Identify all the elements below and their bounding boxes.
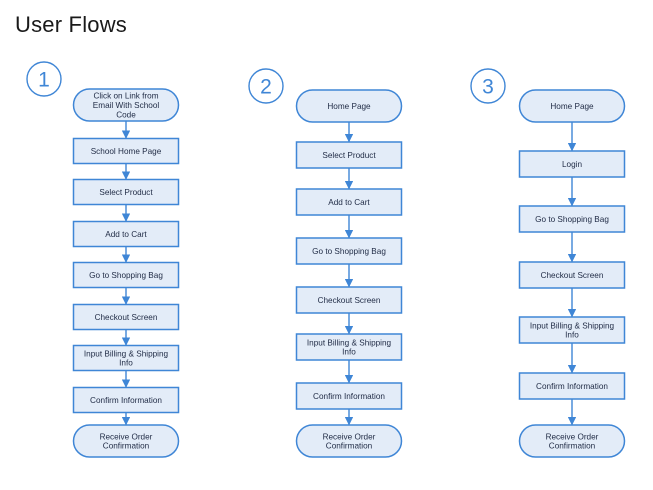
node-label: Login xyxy=(562,160,582,169)
badge-circle xyxy=(470,68,506,104)
node-label: Receive Order xyxy=(100,432,153,441)
node-shape xyxy=(72,220,180,248)
process-node: Add to Cart xyxy=(72,220,180,248)
node-label: Click on Link from xyxy=(93,92,158,101)
node-label: Add to Cart xyxy=(328,198,370,207)
process-node: Confirm Information xyxy=(295,382,403,410)
node-label: Go to Shopping Bag xyxy=(535,215,609,224)
node-shape xyxy=(72,386,180,414)
node-shape xyxy=(72,424,180,458)
node-label: Confirm Information xyxy=(536,382,608,391)
process-node: Confirm Information xyxy=(518,372,626,400)
node-shape xyxy=(295,424,403,458)
node-label: Input Billing & Shipping xyxy=(84,349,169,358)
node-label: Confirmation xyxy=(103,442,150,451)
node-label: Input Billing & Shipping xyxy=(530,321,615,330)
node-label: Go to Shopping Bag xyxy=(312,247,386,256)
node-shape xyxy=(518,261,626,289)
node-label: Home Page xyxy=(550,102,594,111)
terminal-node: Home Page xyxy=(295,89,403,123)
process-node: Confirm Information xyxy=(72,386,180,414)
process-node: Checkout Screen xyxy=(518,261,626,289)
process-node: Select Product xyxy=(72,178,180,206)
process-node: Login xyxy=(518,150,626,178)
node-label: Select Product xyxy=(99,188,153,197)
node-label: Checkout Screen xyxy=(95,313,158,322)
node-label: Confirm Information xyxy=(90,396,162,405)
node-label: Info xyxy=(565,331,579,340)
node-shape xyxy=(295,89,403,123)
badge-circle xyxy=(248,68,284,104)
node-label: School Home Page xyxy=(91,147,162,156)
process-node: Go to Shopping Bag xyxy=(518,205,626,233)
flow-number-badge: 3 xyxy=(470,68,506,104)
node-label: Input Billing & Shipping xyxy=(307,338,392,347)
node-label: Go to Shopping Bag xyxy=(89,271,163,280)
node-label: Confirmation xyxy=(326,442,373,451)
node-shape xyxy=(295,141,403,169)
node-shape xyxy=(72,344,180,372)
process-node: School Home Page xyxy=(72,137,180,165)
node-shape xyxy=(72,88,180,122)
terminal-node: Home Page xyxy=(518,89,626,123)
process-node: Checkout Screen xyxy=(295,286,403,314)
process-node: Go to Shopping Bag xyxy=(295,237,403,265)
node-shape xyxy=(72,178,180,206)
process-node: Go to Shopping Bag xyxy=(72,261,180,289)
node-shape xyxy=(295,237,403,265)
node-shape xyxy=(518,205,626,233)
node-shape xyxy=(72,137,180,165)
node-shape xyxy=(295,333,403,361)
node-label: Select Product xyxy=(322,151,376,160)
flow-number: 3 xyxy=(482,76,494,99)
node-shape xyxy=(518,89,626,123)
node-shape xyxy=(72,303,180,331)
flow-number-badge: 1 xyxy=(26,61,62,97)
node-label: Info xyxy=(119,359,133,368)
page-title: User Flows xyxy=(15,12,128,37)
process-node: Add to Cart xyxy=(295,188,403,216)
flow-number: 1 xyxy=(38,69,50,92)
node-label: Code xyxy=(116,110,136,119)
node-shape xyxy=(295,286,403,314)
node-label: Receive Order xyxy=(323,432,376,441)
node-label: Receive Order xyxy=(546,432,599,441)
node-shape xyxy=(518,372,626,400)
node-label: Info xyxy=(342,348,356,357)
node-label: Add to Cart xyxy=(105,230,147,239)
badge-circle xyxy=(26,61,62,97)
process-node: Checkout Screen xyxy=(72,303,180,331)
node-shape xyxy=(518,424,626,458)
node-shape xyxy=(518,316,626,344)
node-label: Checkout Screen xyxy=(541,271,604,280)
node-shape xyxy=(518,150,626,178)
node-label: Checkout Screen xyxy=(318,296,381,305)
node-label: Confirmation xyxy=(549,442,596,451)
node-label: Home Page xyxy=(327,102,371,111)
process-node: Select Product xyxy=(295,141,403,169)
node-shape xyxy=(72,261,180,289)
flow-number-badge: 2 xyxy=(248,68,284,104)
node-shape xyxy=(295,188,403,216)
node-label: Confirm Information xyxy=(313,392,385,401)
node-label: Email With School xyxy=(93,101,160,110)
node-shape xyxy=(295,382,403,410)
flow-number: 2 xyxy=(260,76,272,99)
